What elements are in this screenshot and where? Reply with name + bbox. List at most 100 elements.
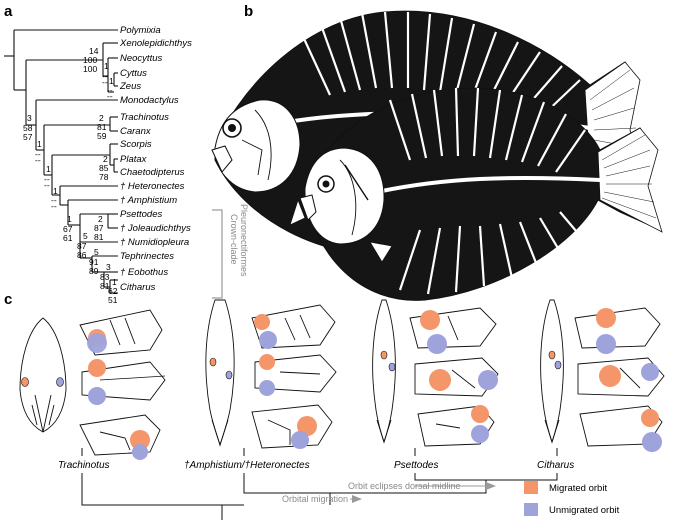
skull-11 [577, 357, 665, 397]
support-s15: 1 62 51 [108, 277, 118, 305]
support-value: 1 [112, 277, 117, 287]
support-value: -- [51, 201, 57, 211]
support-value: 89 [89, 266, 99, 276]
legend: Migrated orbit Unmigrated orbit [524, 481, 620, 516]
taxon-label: Zeus [119, 81, 141, 92]
label-psettodes: Psettodes [394, 460, 438, 471]
skull-7 [409, 307, 497, 354]
support-s4: 3 58 57 [23, 113, 33, 142]
trachinotus-specimen [19, 309, 166, 460]
panel-a-label: a [4, 3, 13, 20]
support-value: 57 [23, 132, 33, 142]
support-s12: 5 87 86 [77, 231, 88, 260]
taxon-label: † Heteronectes [120, 181, 185, 192]
skull-12 [579, 405, 663, 452]
support-value: -- [44, 174, 50, 184]
support-value: -- [35, 149, 41, 159]
taxon-label: Monodactylus [120, 95, 179, 106]
support-value: 1 [46, 164, 51, 174]
group-labels: Trachinotus †Amphistium/†Heteronectes Ps… [58, 448, 574, 471]
skull-4 [251, 304, 336, 349]
label-citharus: Citharus [537, 460, 574, 471]
support-value: -- [107, 91, 113, 101]
support-s1: 14 100 100 [83, 46, 99, 74]
crown-clade-label: Crown-clade [229, 214, 239, 265]
support-s11: 2 87 81 [94, 214, 104, 242]
support-s5: 2 81 59 [97, 113, 107, 141]
orbital-migration-arrow: Orbital migration [282, 494, 362, 504]
support-s6: 1 -- -- [35, 139, 42, 165]
skull-6 [251, 404, 333, 449]
phylogenetic-tree [4, 29, 118, 294]
front-fish-head [304, 147, 385, 245]
support-value: 51 [108, 295, 118, 305]
crown-clade-bracket: Crown-clade Pleuronectiformes [212, 204, 249, 299]
support-s7: 2 85 78 [99, 154, 109, 182]
legend-swatch-unmigrated [524, 503, 538, 516]
taxon-label: Tephrinectes [120, 251, 174, 262]
taxon-label: Platax [120, 154, 148, 165]
orbit-eclipse-label: Orbit eclipses dorsal midline [348, 481, 461, 491]
support-value: 100 [83, 64, 97, 74]
support-value: 87 [94, 223, 104, 233]
support-s10: 1 67 61 [63, 214, 73, 243]
psettodes-specimen [372, 299, 499, 447]
panel-c-label: c [4, 291, 12, 308]
support-value: 58 [23, 123, 33, 133]
support-value: 1 [104, 61, 109, 71]
support-value: 85 [99, 163, 109, 173]
support-value: 14 [89, 46, 99, 56]
skull-1 [79, 309, 163, 356]
support-value: 83 [100, 272, 110, 282]
support-value: 1 [67, 214, 72, 224]
support-value: 1 [37, 139, 42, 149]
skull-3 [79, 414, 161, 460]
taxon-label: Citharus [120, 282, 156, 293]
skull-8 [414, 357, 499, 397]
support-value: 59 [97, 131, 107, 141]
taxon-label: Polymixia [120, 25, 161, 36]
support-value: 5 [83, 231, 88, 241]
amphistium-specimen [205, 299, 337, 449]
skull-9 [417, 405, 495, 447]
support-value: -- [51, 195, 57, 205]
fish-skeleton-illustration [211, 10, 663, 301]
support-value: 5 [94, 247, 99, 257]
orbital-migration-label: Orbital migration [282, 494, 348, 504]
support-value: 1 [53, 186, 58, 196]
taxon-label: Chaetodipterus [120, 167, 185, 178]
legend-swatch-migrated [524, 481, 538, 494]
support-value: 2 [103, 154, 108, 164]
support-value: 100 [83, 55, 97, 65]
support-s2: 1 -- -- [102, 61, 109, 87]
taxon-label: Xenolepidichthys [119, 38, 192, 49]
support-value: 78 [99, 172, 109, 182]
taxon-label: Neocyttus [120, 53, 162, 64]
support-value: 81 [94, 232, 104, 242]
support-value: 91 [89, 257, 99, 267]
support-value: 2 [98, 214, 103, 224]
support-value: 2 [99, 113, 104, 123]
support-value: 81 [100, 281, 110, 291]
support-s3: 1 -- -- [107, 76, 114, 101]
support-value: 1 [109, 76, 114, 86]
taxon-label: † Joleaudichthys [120, 223, 191, 234]
support-value: -- [35, 155, 41, 165]
taxon-label: Psettodes [120, 209, 162, 220]
taxon-label: Caranx [120, 126, 152, 137]
back-fish-head [214, 99, 301, 193]
support-value: 61 [63, 233, 73, 243]
pleuronectiformes-label: Pleuronectiformes [239, 204, 249, 277]
support-value: -- [102, 77, 108, 87]
support-value: 62 [108, 286, 118, 296]
support-value: 3 [106, 262, 111, 272]
support-s13: 5 91 89 [89, 247, 99, 276]
support-value: -- [107, 85, 113, 95]
skull-2 [81, 359, 166, 405]
legend-label-migrated: Migrated orbit [549, 483, 607, 494]
skull-5 [254, 354, 337, 396]
support-value: 87 [77, 241, 87, 251]
support-value: 86 [77, 250, 87, 260]
support-value: -- [44, 180, 50, 190]
